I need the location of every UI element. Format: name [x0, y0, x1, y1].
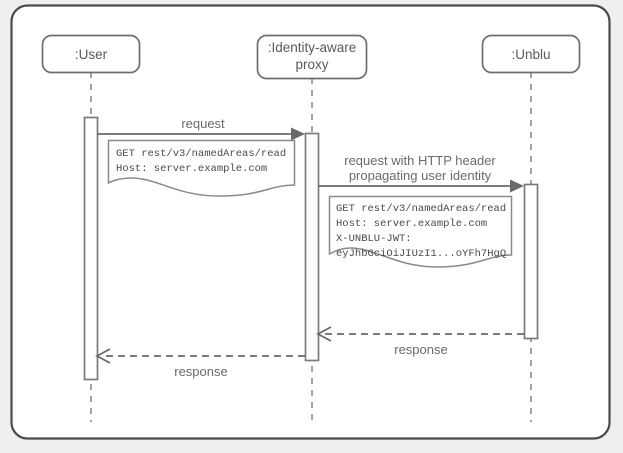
message-response-proxy-arrowhead: [95, 348, 111, 364]
message-response-proxy[interactable]: response: [95, 348, 305, 379]
note-request-line-1: Host: server.example.com: [116, 163, 267, 175]
note-request-with-header: GET rest/v3/namedAreas/read Host: server…: [328, 195, 513, 268]
message-request-with-header-arrowhead: [510, 179, 524, 193]
note-request-shape: [107, 139, 296, 197]
message-response-unblu[interactable]: response: [316, 326, 524, 357]
participant-proxy[interactable]: :Identity-aware proxy: [256, 34, 368, 80]
note-request-with-header-shape: [328, 195, 513, 268]
note-request-line-0: GET rest/v3/namedAreas/read: [116, 148, 286, 160]
participant-box-user: [41, 34, 141, 74]
participant-user[interactable]: :User: [41, 34, 141, 74]
participant-label-proxy-line2: proxy: [295, 57, 328, 72]
message-request-arrowhead: [291, 127, 305, 141]
note-request-with-header-line-2: X-UNBLU-JWT:: [336, 233, 412, 245]
note-request-with-header-line-3: eyJhbGciOiJIUzI1...oYFh7HgQ: [336, 248, 506, 260]
message-response-unblu-arrowhead: [316, 326, 332, 342]
message-response-proxy-label: response: [174, 364, 227, 379]
message-response-unblu-label: response: [394, 342, 447, 357]
participant-label-unblu: :Unblu: [511, 47, 550, 62]
message-request-with-header-label-line1: request with HTTP header: [344, 153, 496, 168]
note-request: GET rest/v3/namedAreas/read Host: server…: [107, 139, 296, 197]
activation-bar-user: [83, 116, 99, 381]
message-request-with-header[interactable]: request with HTTP header propagating use…: [318, 153, 524, 193]
participant-label-proxy-line1: :Identity-aware: [268, 40, 357, 55]
participant-box-proxy: [256, 34, 368, 80]
note-request-with-header-line-1: Host: server.example.com: [336, 218, 487, 230]
message-request-label: request: [181, 116, 225, 131]
message-request-with-header-label-line2: propagating user identity: [349, 168, 492, 183]
participant-unblu[interactable]: :Unblu: [481, 34, 581, 74]
note-request-with-header-line-0: GET rest/v3/namedAreas/read: [336, 203, 506, 215]
activation-bar-unblu: [523, 183, 539, 340]
participant-box-unblu: [481, 34, 581, 74]
participant-label-user: :User: [75, 47, 108, 62]
activation-bar-proxy: [304, 132, 320, 362]
message-request[interactable]: request: [97, 116, 305, 141]
